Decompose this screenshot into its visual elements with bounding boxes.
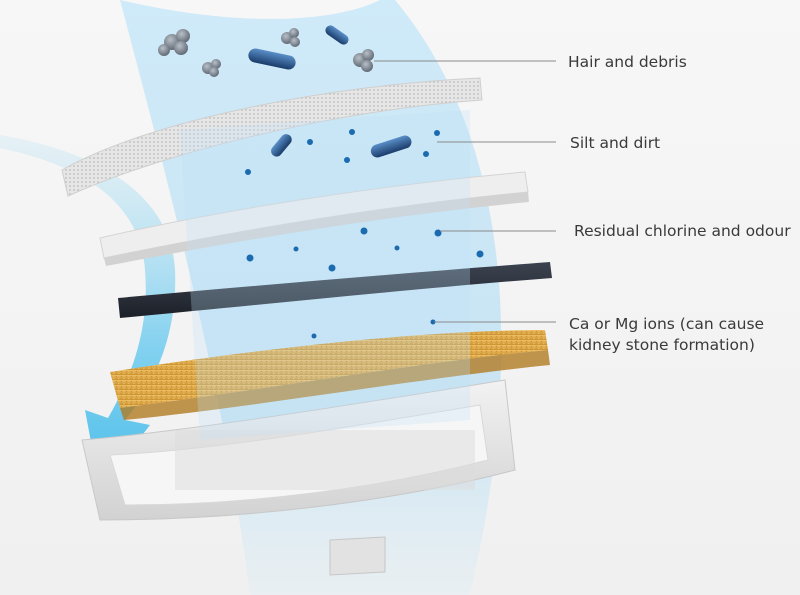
label-hair-and-debris: Hair and debris <box>568 53 687 71</box>
particle-cluster-icon <box>158 29 190 56</box>
particle-cluster-icon <box>281 28 300 47</box>
ion-particles <box>311 319 436 339</box>
silt-particles <box>245 129 440 175</box>
chlorine-particles <box>246 227 484 272</box>
resin-layer <box>110 330 548 408</box>
bacteria-icon <box>248 25 412 158</box>
mesh-layer <box>61 77 483 197</box>
label-silt-and-dirt: Silt and dirt <box>570 134 661 152</box>
leader-lines <box>374 60 556 323</box>
label-ca-mg-ions: Ca or Mg ions (can cause kidney stone fo… <box>569 315 765 354</box>
particle-cluster-icon <box>202 59 221 77</box>
label-residual-chlorine: Residual chlorine and odour <box>574 222 791 240</box>
filter-frame <box>81 379 516 576</box>
particle-cluster-icon <box>353 49 374 72</box>
carbon-layer <box>118 262 552 318</box>
